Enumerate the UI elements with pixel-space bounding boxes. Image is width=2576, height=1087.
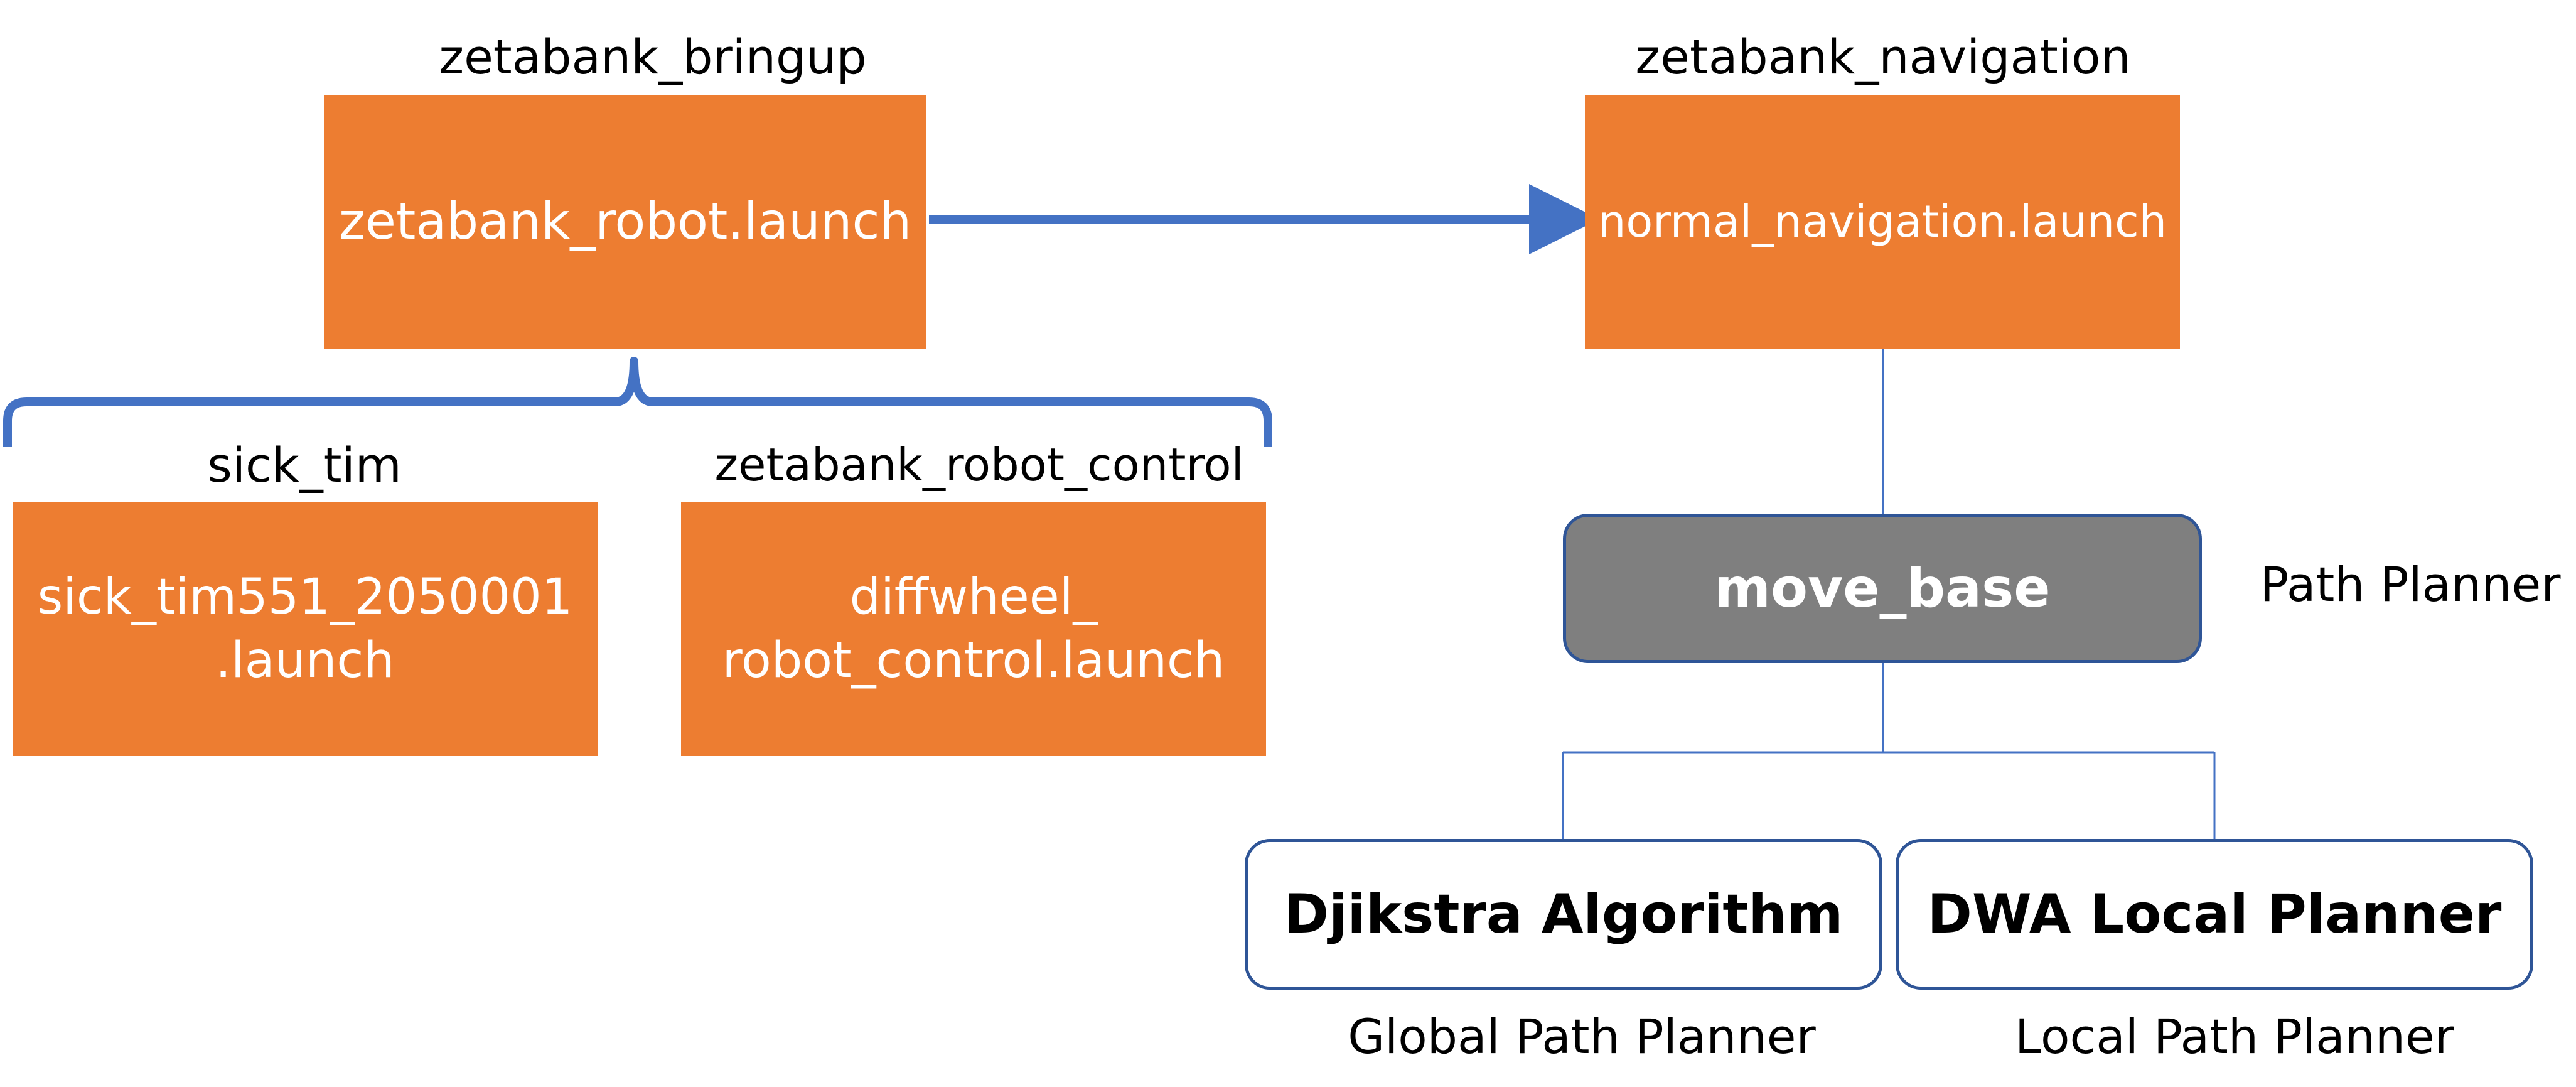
sick-tim-launch-box: sick_tim551_2050001 .launch — [13, 502, 598, 756]
global-planner-caption: Global Path Planner — [1348, 1008, 1816, 1064]
robot-control-launch-line2: robot_control.launch — [722, 632, 1225, 689]
bringup-launch-label: zetabank_robot.launch — [338, 192, 912, 251]
sick-tim-launch-line1: sick_tim551_2050001 — [37, 568, 573, 625]
global-planner-label: Djikstra Algorithm — [1284, 883, 1843, 946]
sick-tim-launch-line2: .launch — [215, 632, 395, 689]
move-base-node: move_base — [1563, 514, 2202, 663]
global-planner-node: Djikstra Algorithm — [1245, 839, 1882, 990]
navigation-launch-label: normal_navigation.launch — [1597, 195, 2167, 247]
robot-control-package-label: zetabank_robot_control — [714, 438, 1244, 491]
move-base-caption: Path Planner — [2260, 556, 2561, 612]
navigation-package-label: zetabank_navigation — [1635, 28, 2131, 85]
local-planner-caption: Local Path Planner — [2014, 1008, 2455, 1064]
sick-tim-package-label: sick_tim — [207, 436, 402, 493]
move-base-label: move_base — [1714, 557, 2051, 620]
navigation-launch-box: normal_navigation.launch — [1585, 95, 2180, 349]
bringup-launch-box: zetabank_robot.launch — [324, 95, 926, 349]
local-planner-node: DWA Local Planner — [1896, 839, 2533, 990]
robot-control-launch-box: diffwheel_ robot_control.launch — [681, 502, 1266, 756]
bringup-package-label: zetabank_bringup — [439, 28, 867, 85]
local-planner-label: DWA Local Planner — [1927, 883, 2502, 946]
bringup-brace — [3, 357, 1272, 447]
robot-control-launch-line1: diffwheel_ — [849, 568, 1098, 625]
